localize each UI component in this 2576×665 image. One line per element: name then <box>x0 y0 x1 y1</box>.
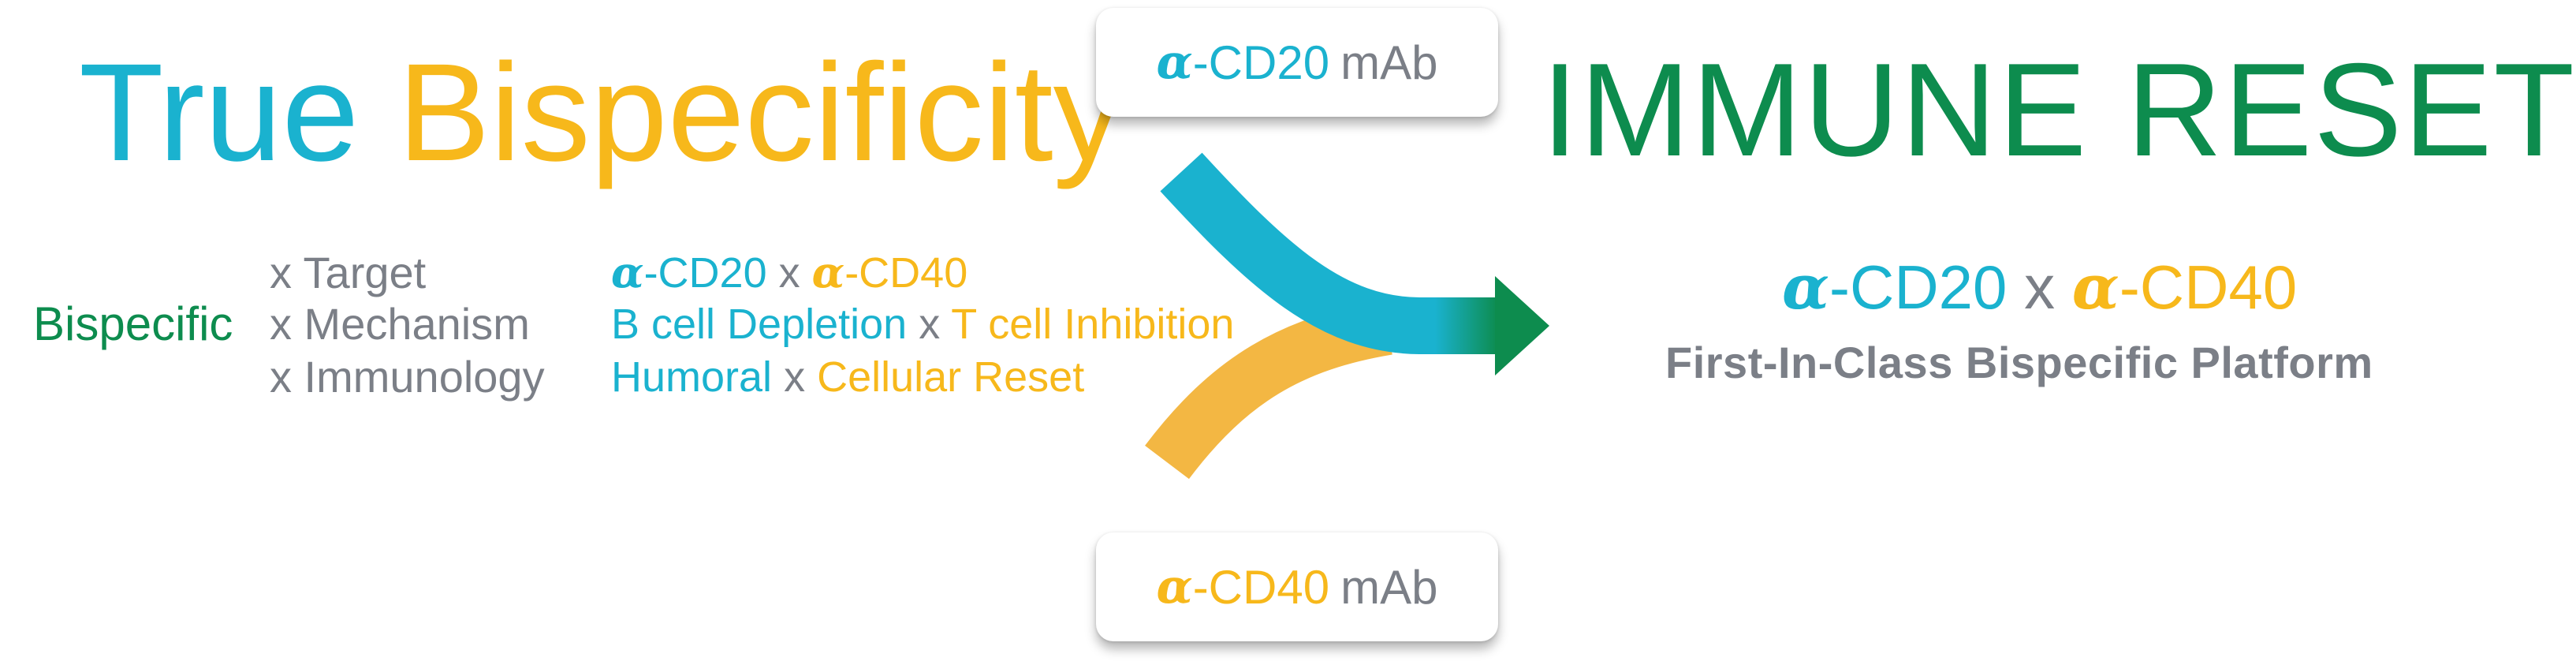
immune-reset-title: IMMUNE RESET <box>1541 35 2576 184</box>
immunology-left: Humoral <box>611 353 773 401</box>
alpha-symbol: α <box>1156 35 1193 90</box>
cd40-target: -CD40 <box>1192 560 1330 614</box>
target-pair: α-CD20 x α-CD40 <box>611 251 967 294</box>
title-word-true: True <box>79 35 360 190</box>
target-left: -CD20 <box>643 249 767 297</box>
bispecific-label: Bispecific <box>33 297 233 350</box>
combo-sep: x <box>2007 252 2072 322</box>
true-bispecificity-title: True Bispecificity <box>79 43 1123 182</box>
arrow-head-icon <box>1495 276 1549 375</box>
immunology-sep: x <box>772 353 818 401</box>
cd20-target: -CD20 <box>1192 35 1330 89</box>
title-word-bispecificity: Bispecificity <box>397 35 1123 190</box>
alpha-symbol: α <box>1156 559 1193 615</box>
alpha-symbol: α <box>811 247 845 297</box>
arrow-shaft-gradient <box>1435 297 1498 354</box>
mechanism-left: B cell Depletion <box>611 301 908 348</box>
platform-subtitle: First-In-Class Bispecific Platform <box>1665 338 2373 387</box>
alpha-symbol: α <box>611 247 644 297</box>
alpha-symbol: α <box>1782 252 1830 323</box>
mechanism-sep: x <box>907 301 952 348</box>
target-sep: x <box>766 249 812 297</box>
mechanism-right: T cell Inhibition <box>951 301 1235 348</box>
mechanism-pair: B cell Depletion x T cell Inhibition <box>611 303 1234 346</box>
immunology-right: Cellular Reset <box>817 353 1085 401</box>
x-immunology-label: x Immunology <box>270 352 545 402</box>
x-mechanism-label: x Mechanism <box>270 299 530 349</box>
x-target-label: x Target <box>270 248 427 297</box>
mab-label: mAb <box>1340 35 1438 89</box>
mab-label: mAb <box>1340 560 1438 614</box>
combo-right: -CD40 <box>2119 252 2298 322</box>
combo-left: -CD20 <box>1829 252 2007 322</box>
immunology-pair: Humoral x Cellular Reset <box>611 356 1084 398</box>
target-right: -CD40 <box>844 249 968 297</box>
bispecific-combo: α-CD20 x α-CD40 <box>1782 256 2297 319</box>
cyan-arrow-band <box>1160 152 1443 354</box>
alpha-symbol: α <box>2071 252 2119 323</box>
